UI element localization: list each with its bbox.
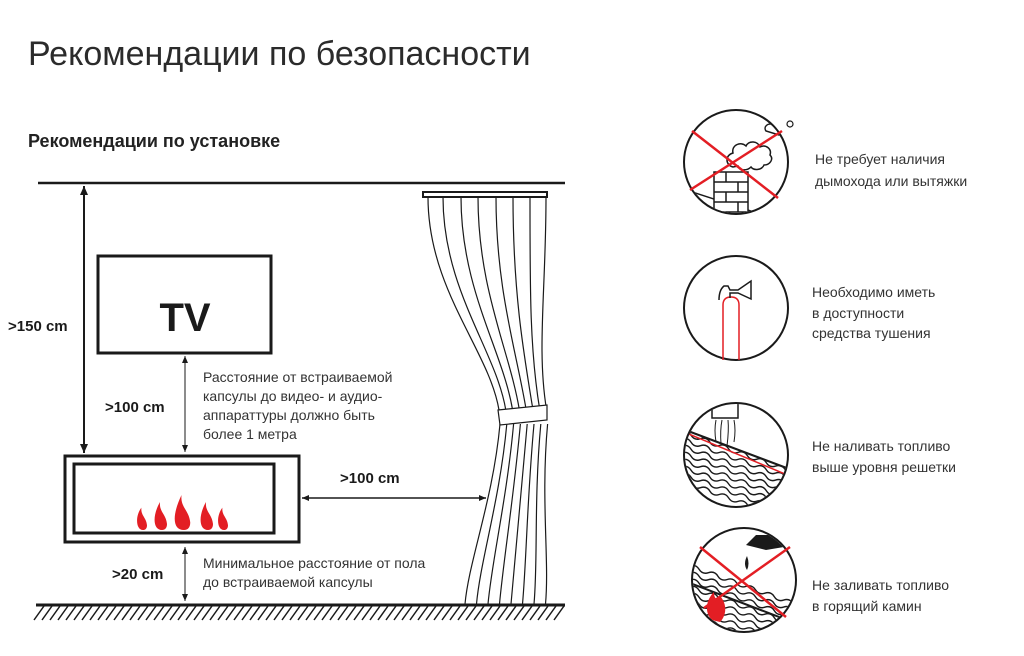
floor-gap-note-line: Минимальное расстояние от пола bbox=[203, 555, 426, 571]
flame-icon bbox=[154, 502, 167, 530]
no-chimney-icon bbox=[683, 109, 794, 215]
tv-box bbox=[96, 254, 273, 355]
floor-gap-label: >20 cm bbox=[112, 566, 163, 583]
tv-gap-note-line: более 1 метра bbox=[203, 426, 297, 442]
floor-gap-note-line: до встраиваемой капсулы bbox=[203, 574, 373, 590]
safety-text-line: дымохода или вытяжки bbox=[815, 173, 967, 189]
flame-icon bbox=[174, 495, 191, 530]
tv-gap-note-line: капсулы до видео- и аудио- bbox=[203, 388, 383, 404]
section-subtitle: Рекомендации по установке bbox=[28, 131, 280, 151]
safety-text-line: Не заливать топливо bbox=[812, 577, 949, 593]
height-label: >150 cm bbox=[8, 318, 68, 335]
flame-icon bbox=[200, 502, 213, 530]
curtain-tieback bbox=[497, 404, 548, 426]
fire-extinguisher-icon bbox=[683, 255, 789, 361]
fireplace-capsule bbox=[63, 454, 301, 544]
safety-text-line: в доступности bbox=[812, 305, 904, 321]
flames-icon bbox=[137, 495, 228, 530]
page-title: Рекомендации по безопасности bbox=[28, 35, 531, 73]
tv-label: TV bbox=[159, 296, 210, 340]
flame-icon bbox=[218, 507, 228, 530]
fuel-level-icon bbox=[683, 402, 789, 508]
tv-gap-note-line: аппараттуры должно быть bbox=[203, 407, 375, 423]
flame-icon bbox=[137, 507, 147, 530]
safety-text-line: Не наливать топливо bbox=[812, 438, 951, 454]
safety-text-line: Не требует наличия bbox=[815, 151, 945, 167]
safety-text-line: выше уровня решетки bbox=[812, 459, 956, 475]
curtain-gap-label: >100 cm bbox=[340, 470, 400, 487]
floor bbox=[33, 603, 565, 621]
curtain bbox=[422, 191, 549, 605]
safety-text-line: в горящий камин bbox=[812, 598, 922, 614]
tv-gap-note-line: Расстояние от встраиваемой bbox=[203, 369, 392, 385]
tv-gap-label: >100 cm bbox=[105, 399, 165, 416]
no-refuel-burning-icon bbox=[691, 527, 797, 633]
safety-text-line: Необходимо иметь bbox=[812, 284, 935, 300]
safety-text-line: средства тушения bbox=[812, 325, 931, 341]
